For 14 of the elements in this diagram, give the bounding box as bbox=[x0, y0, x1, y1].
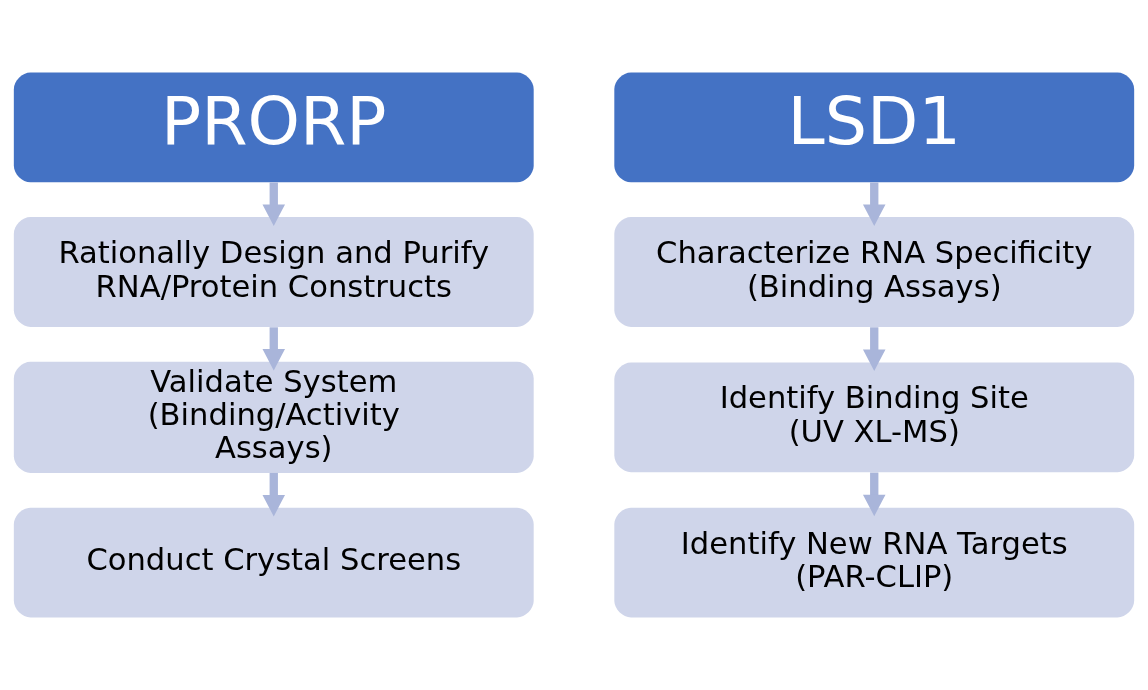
arrow bbox=[862, 472, 886, 517]
node-box: Validate System (Binding/Activity Assays) bbox=[13, 361, 534, 473]
node-box: LSD1 bbox=[614, 72, 1135, 183]
arrow bbox=[262, 182, 286, 226]
arrow bbox=[262, 327, 286, 371]
node-box: Identify Binding Site (UV XL-MS) bbox=[614, 362, 1135, 473]
node-box: Characterize RNA Specificity (Binding Assays) bbox=[614, 217, 1135, 327]
node-box: Rationally Design and Purify RNA/Protein Constructs bbox=[13, 217, 534, 327]
node-box: Conduct Crystal Screens bbox=[13, 507, 534, 618]
arrow bbox=[862, 327, 886, 371]
arrow bbox=[862, 182, 886, 226]
arrow bbox=[262, 472, 286, 517]
node-box: PRORP bbox=[13, 72, 534, 183]
node-box: Identify New RNA Targets (PAR-CLIP) bbox=[614, 507, 1135, 618]
